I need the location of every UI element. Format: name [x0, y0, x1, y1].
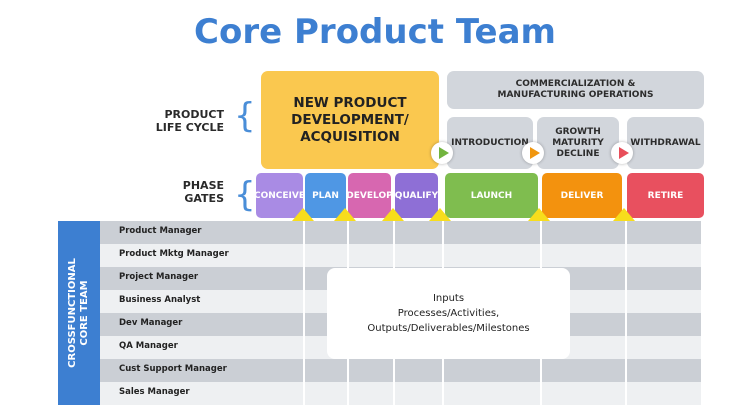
column-divider [625, 221, 627, 405]
role-label: Sales Manager [119, 387, 190, 397]
callout-line: Processes/Activities, [397, 308, 500, 319]
role-label: Product Manager [119, 226, 202, 236]
play-icon [522, 142, 544, 164]
callout-line: Inputs [432, 293, 465, 304]
callout-line: Outputs/Deliverables/Milestones [367, 323, 530, 334]
withdrawal-box: WITHDRAWAL [627, 117, 704, 169]
brace-icon: { [234, 96, 256, 136]
growth-line: MATURITY [552, 137, 604, 148]
phase-gates-label: PHASE GATES [150, 179, 224, 205]
label-line: GATES [184, 192, 224, 205]
commercialization-box: COMMERCIALIZATION & MANUFACTURING OPERAT… [447, 71, 704, 109]
phase-gate-conceive: CONCEIVE [254, 173, 305, 218]
new-product-development-box: NEW PRODUCT DEVELOPMENT/ ACQUISITION [261, 71, 439, 169]
gate-marker-icon [528, 208, 550, 221]
role-row: Sales Manager [100, 382, 701, 405]
phase-gate-launch: LAUNCH [445, 173, 538, 218]
product-life-cycle-label: PRODUCT LIFE CYCLE [150, 108, 224, 134]
gate-marker-icon [382, 208, 404, 221]
gate-marker-icon [429, 208, 451, 221]
callout-box: Inputs Processes/Activities, Outputs/Del… [327, 268, 570, 359]
commercialization-line: MANUFACTURING OPERATIONS [497, 90, 654, 100]
npd-line: ACQUISITION [300, 128, 400, 145]
growth-line: DECLINE [556, 148, 600, 159]
side-line: CORE TEAM [79, 280, 90, 346]
side-line: CROSSFUNCTIONAL [67, 258, 78, 368]
label-line: PRODUCT [164, 108, 224, 121]
phase-gate-retire: RETIRE [627, 173, 704, 218]
role-label: Business Analyst [119, 295, 201, 305]
play-icon [611, 142, 633, 164]
label-line: LIFE CYCLE [155, 121, 224, 134]
page-title: Core Product Team [194, 12, 556, 52]
gate-marker-icon [334, 208, 356, 221]
role-row: Product Mktg Manager [100, 244, 701, 267]
commercialization-line: COMMERCIALIZATION & [515, 79, 636, 89]
introduction-box: INTRODUCTION [447, 117, 533, 169]
crossfunctional-team-label: CROSSFUNCTIONAL CORE TEAM [58, 221, 100, 405]
role-label: Project Manager [119, 272, 199, 282]
growth-maturity-decline-box: GROWTH MATURITY DECLINE [537, 117, 619, 169]
role-label: Product Mktg Manager [119, 249, 229, 259]
phase-gate-deliver: DELIVER [542, 173, 622, 218]
role-label: Cust Support Manager [119, 364, 227, 374]
role-row: Product Manager [100, 221, 701, 244]
role-row: Cust Support Manager [100, 359, 701, 382]
npd-line: NEW PRODUCT [293, 94, 407, 111]
gate-marker-icon [292, 208, 314, 221]
role-label: QA Manager [119, 341, 178, 351]
gate-marker-icon [613, 208, 635, 221]
label-line: PHASE [182, 179, 224, 192]
growth-line: GROWTH [555, 126, 601, 137]
column-divider [303, 221, 305, 405]
role-label: Dev Manager [119, 318, 183, 328]
brace-icon: { [234, 175, 256, 215]
npd-line: DEVELOPMENT/ [291, 111, 409, 128]
play-icon [431, 142, 453, 164]
